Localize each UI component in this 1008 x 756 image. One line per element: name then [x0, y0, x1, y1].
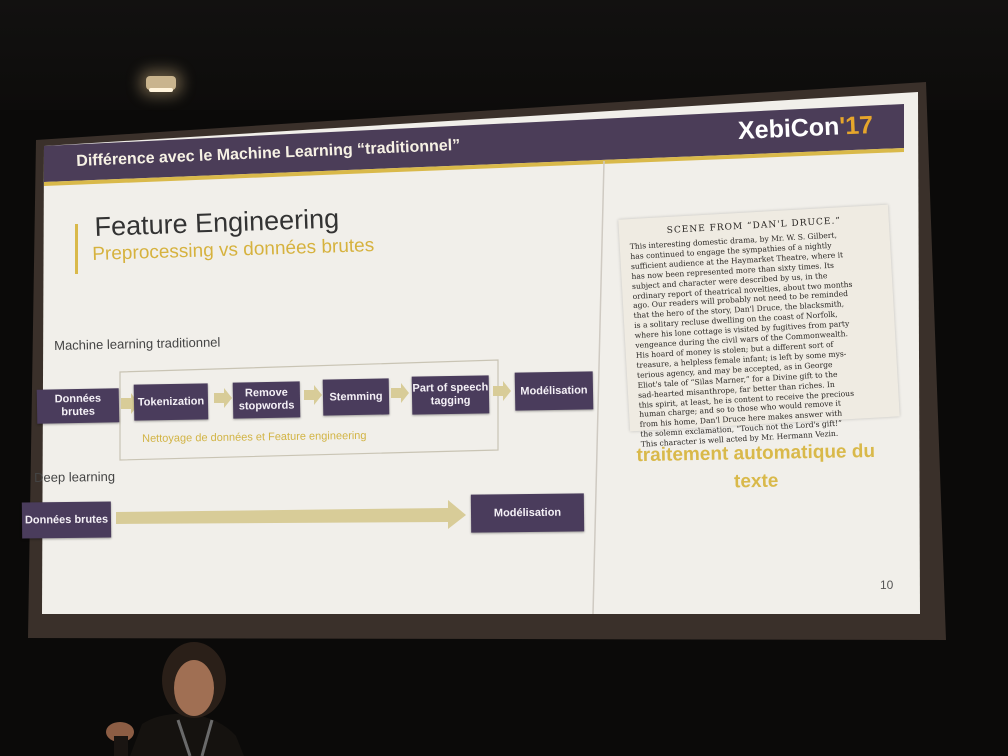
deep-output-box: Modélisation — [470, 493, 585, 533]
logo-text: XebiCon — [737, 112, 840, 145]
stage-light — [146, 76, 176, 92]
step-remove-stopwords: Remove stopwords — [232, 381, 301, 419]
traditional-input-box: Données brutes — [36, 388, 120, 424]
page-number: 10 — [880, 578, 894, 592]
newspaper-clipping: SCENE FROM “DAN'L DRUCE.” This interesti… — [618, 204, 900, 449]
deep-input-box: Données brutes — [21, 501, 112, 539]
step-stemming: Stemming — [322, 378, 390, 416]
step-tokenization: Tokenization — [133, 383, 209, 421]
presenter — [106, 642, 244, 756]
right-panel-caption: traitement automatique du texte — [636, 440, 876, 493]
logo-year: '17 — [838, 111, 874, 141]
step-part-of-speech-tagging: Part of speech tagging — [411, 375, 490, 415]
xebicon-logo: XebiCon'17 — [737, 111, 873, 146]
traditional-output-box: Modélisation — [514, 371, 594, 411]
deep-learning-label: Deep learning — [34, 468, 116, 485]
